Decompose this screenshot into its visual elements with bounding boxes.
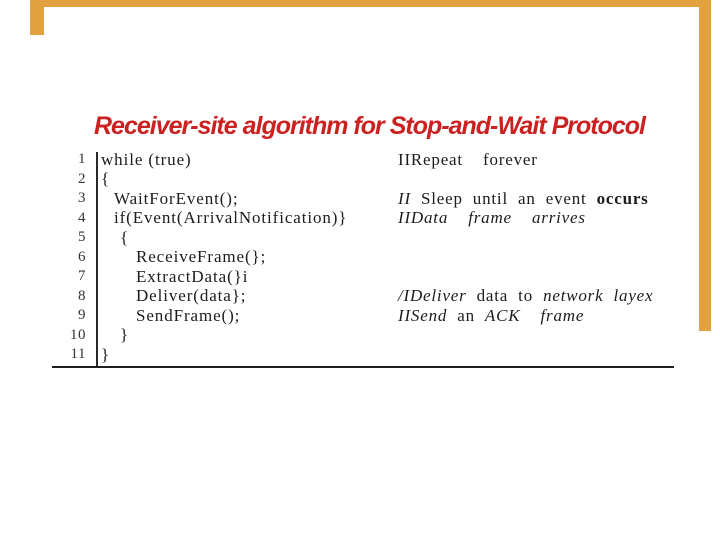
line-number: 7 bbox=[78, 268, 86, 285]
code-text: { bbox=[101, 169, 111, 189]
code-text: WaitForEvent(); bbox=[114, 188, 239, 208]
code-comment: IISend an ACK frame bbox=[398, 305, 585, 325]
line-number: 4 bbox=[78, 209, 86, 226]
slide-title: Receiver-site algorithm for Stop-and-Wai… bbox=[94, 112, 646, 140]
code-line: 7 ExtractData(}i bbox=[50, 267, 675, 287]
line-number: 8 bbox=[78, 287, 86, 304]
code-comment: II Sleep until an event occurs bbox=[398, 188, 649, 208]
line-number: 1 bbox=[78, 151, 86, 168]
code-comment: /IDeliver data to network layex bbox=[398, 286, 654, 306]
code-text: if(Event(ArrivalNotification)} bbox=[114, 208, 348, 228]
accent-tab-top-left bbox=[30, 0, 44, 35]
code-line: 2 { bbox=[50, 169, 675, 190]
code-line: 8 Deliver(data}; /IDeliver data to netwo… bbox=[50, 286, 675, 307]
code-line: 10 } bbox=[50, 325, 675, 346]
code-text: Deliver(data}; bbox=[136, 286, 247, 306]
code-line: 5 { bbox=[50, 228, 675, 248]
code-listing: 1 while (true) IIRepeat forever 2 { 3 Wa… bbox=[50, 150, 675, 369]
code-line: 4 if(Event(ArrivalNotification)} IIData … bbox=[50, 208, 675, 229]
code-text: } bbox=[101, 344, 111, 364]
code-text: while (true) bbox=[101, 149, 192, 169]
line-number: 10 bbox=[70, 326, 86, 343]
accent-right-bar bbox=[699, 7, 711, 331]
line-number: 6 bbox=[78, 248, 86, 265]
code-text: ExtractData(}i bbox=[136, 266, 249, 286]
listing-rows: 1 while (true) IIRepeat forever 2 { 3 Wa… bbox=[50, 150, 675, 365]
code-text: } bbox=[120, 325, 130, 345]
code-comment: IIRepeat forever bbox=[398, 149, 538, 169]
listing-bottom-rule bbox=[52, 366, 674, 368]
line-number: 5 bbox=[78, 229, 86, 246]
accent-top-bar bbox=[44, 0, 711, 7]
line-number: 3 bbox=[78, 190, 86, 207]
code-text: SendFrame(); bbox=[136, 305, 241, 325]
code-text: ReceiveFrame(}; bbox=[136, 247, 267, 267]
line-number: 11 bbox=[70, 346, 86, 363]
code-comment: IIData frame arrives bbox=[398, 208, 586, 228]
code-line: 11 } bbox=[50, 345, 675, 365]
line-number: 2 bbox=[78, 170, 86, 187]
line-number: 9 bbox=[78, 307, 86, 324]
code-line: 9 SendFrame(); IISend an ACK frame bbox=[50, 306, 675, 326]
code-line: 3 WaitForEvent(); II Sleep until an even… bbox=[50, 189, 675, 209]
code-line: 6 ReceiveFrame(}; bbox=[50, 247, 675, 268]
code-text: { bbox=[120, 227, 130, 247]
code-line: 1 while (true) IIRepeat forever bbox=[50, 150, 675, 170]
listing-vertical-divider bbox=[96, 152, 98, 367]
